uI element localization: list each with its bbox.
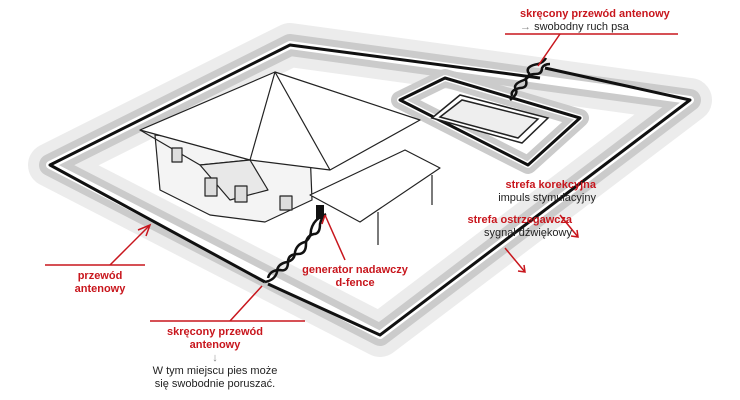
antenna-wire-line1: przewód <box>77 270 123 282</box>
arrow-right-icon: → <box>520 21 531 33</box>
warning-zone-desc: sygnał dźwiękowy <box>483 227 572 239</box>
top-twisted-title: skręcony przewód antenowy <box>520 8 670 20</box>
correction-zone-label: strefa korekcyjna impuls stymulacyjny <box>470 179 596 205</box>
antenna-wire-label: przewód antenowy <box>55 270 145 296</box>
generator-box <box>316 205 324 219</box>
antenna-wire-line2: antenowy <box>74 283 126 295</box>
correction-zone-desc: impuls stymulacyjny <box>498 192 596 204</box>
callout-lines <box>45 33 678 322</box>
house <box>139 71 441 245</box>
correction-zone-title: strefa korekcyjna <box>505 179 597 191</box>
generator-line1: generator nadawczy <box>302 264 408 276</box>
pool <box>430 94 550 144</box>
top-twisted-wire-label: skręcony przewód antenowy → swobodny ruc… <box>520 8 670 34</box>
bottom-twisted-line1: skręcony przewód <box>167 326 263 338</box>
bottom-twisted-desc2: się swobodnie poruszać. <box>154 378 276 390</box>
generator-label: generator nadawczy d-fence <box>300 264 410 290</box>
top-twisted-desc: swobodny ruch psa <box>534 21 629 33</box>
bottom-twisted-desc1: W tym miejscu pies może <box>152 365 278 377</box>
warning-zone-label: strefa ostrzegawcza sygnał dźwiękowy <box>430 214 572 240</box>
bottom-twisted-line2: antenowy <box>189 339 241 351</box>
warning-zone-title: strefa ostrzegawcza <box>467 214 572 226</box>
arrow-down-icon: ↓ <box>212 352 218 364</box>
generator-line2: d-fence <box>335 277 375 289</box>
antenna-wire <box>48 43 692 337</box>
twisted-wire-bottom <box>264 212 327 284</box>
bottom-twisted-wire-label: skręcony przewód antenowy ↓ W tym miejsc… <box>135 326 295 391</box>
